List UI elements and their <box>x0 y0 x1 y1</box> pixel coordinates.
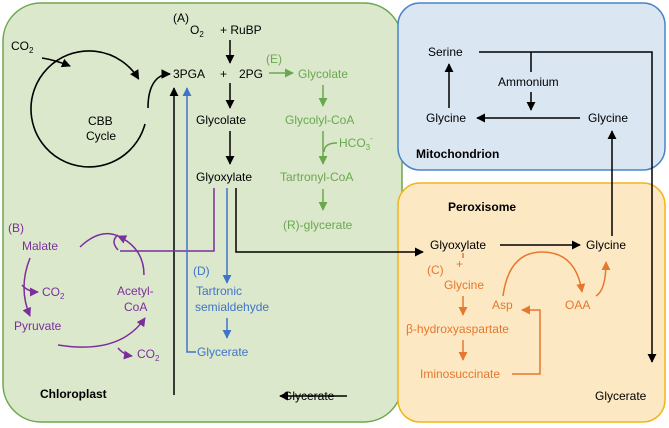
r-glycerate-label: (R)-glycerate <box>283 218 353 232</box>
o2-label: O2 <box>190 23 204 39</box>
cbb-to-3pga-arrow <box>147 69 171 109</box>
pathway-d-marker: (D) <box>193 264 210 278</box>
tartronyl-coa-label: Tartronyl-CoA <box>280 170 353 184</box>
glycerate-chloroplast-label: Glycerate <box>283 389 335 403</box>
glyoxylate-to-malate-arrow <box>120 188 215 252</box>
malate-label: Malate <box>22 239 58 253</box>
glycine-perox-label: Glycine <box>586 238 626 252</box>
pyruvate-label: Pyruvate <box>14 319 62 333</box>
glycerate-d-label: Glycerate <box>197 345 249 359</box>
iminosuccinate-to-asp-arrow <box>512 305 541 375</box>
serine-label: Serine <box>428 45 463 59</box>
glycolyl-coa-label: Glycolyl-CoA <box>285 113 354 127</box>
asp-label: Asp <box>492 298 513 312</box>
cbb-co2-arrow <box>41 57 71 68</box>
chloroplast-label: Chloroplast <box>40 387 107 401</box>
cbb-cycle-circle <box>30 50 146 168</box>
plus-sign: + <box>220 67 227 81</box>
iminosuccinate-label: Iminosuccinate <box>420 367 500 381</box>
pathway-e-marker: (E) <box>266 52 282 66</box>
glyoxylate-perox-label: Glyoxylate <box>430 238 486 252</box>
tartronic-label: Tartronic <box>196 284 242 298</box>
pyruvate-co2-arrow <box>117 347 133 360</box>
peroxisome-compartment <box>397 182 666 423</box>
chloroplast-compartment <box>2 2 403 423</box>
pathway-b-marker: (B) <box>8 221 24 235</box>
beta-hydroxyaspartate-label: β-hydroxyaspartate <box>406 322 509 336</box>
glycerate-perox-label: Glycerate <box>595 389 647 403</box>
3pga-label: 3PGA <box>173 67 205 81</box>
cbb-co2-label: CO2 <box>11 39 34 55</box>
c-plus-sign: + <box>456 257 463 271</box>
mitochondrion-label: Mitochondrion <box>416 147 499 161</box>
acetyl-label: Acetyl- <box>117 284 154 298</box>
asp-to-oaa-arc <box>502 251 586 297</box>
pathway-a-marker: (A) <box>173 11 189 25</box>
serine-exit-line <box>479 51 657 363</box>
glycolate-label: Glycolate <box>196 113 246 127</box>
glycolate-e-label: Glycolate <box>298 67 348 81</box>
glycine-mito-left-label: Glycine <box>426 111 466 125</box>
semialdehyde-label: semialdehyde <box>195 300 269 314</box>
oaa-label: OAA <box>565 298 590 312</box>
glyoxylate-to-peroxisome-arrow <box>235 188 424 257</box>
glycerate-d-to-3pga-arrow <box>182 87 196 353</box>
ammonium-label: Ammonium <box>498 75 559 89</box>
pyruvate-to-acetyl-coa-arrow <box>57 317 146 348</box>
rubp-label: + RuBP <box>220 23 262 37</box>
pathway-c-marker: (C) <box>427 263 444 277</box>
acetyl-coa-rise-arrow <box>117 235 145 276</box>
hco3-input-arrow <box>323 142 338 153</box>
glycine-mito-right-label: Glycine <box>588 111 628 125</box>
cbb-cycle-label-line2: Cycle <box>86 129 116 143</box>
co2-b2-label: CO2 <box>137 347 160 363</box>
peroxisome-label: Peroxisome <box>448 200 516 214</box>
co2-b1-label: CO2 <box>42 285 65 301</box>
mitochondrion-compartment <box>397 2 666 171</box>
hco3-label: HCO3- <box>339 134 373 152</box>
coa-label: CoA <box>124 300 147 314</box>
malate-co2-arrow <box>21 284 39 297</box>
acetyl-coa-to-malate-curve <box>79 232 119 248</box>
oaa-to-glycine-arrow <box>595 261 611 297</box>
glycine-c-label: Glycine <box>444 278 484 292</box>
cbb-cycle-label-line1: CBB <box>88 114 113 128</box>
2pg-label: 2PG <box>239 67 263 81</box>
glyoxylate-chloroplast-label: Glyoxylate <box>196 170 252 184</box>
